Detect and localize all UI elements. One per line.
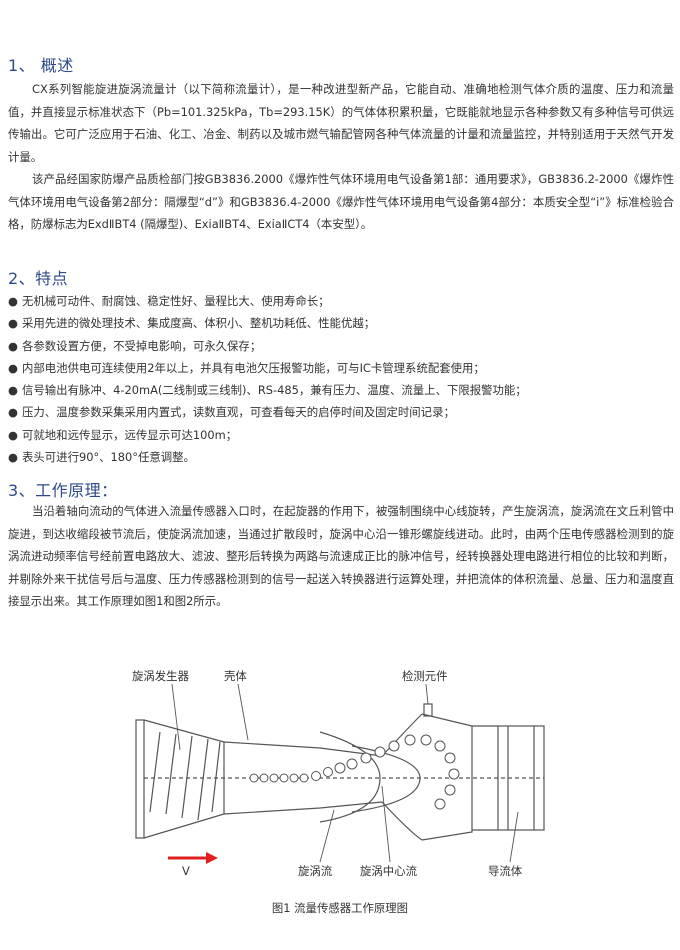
feature-text: 信号输出有脉冲、4-20mA(二线制或三线制)、RS-485，兼有压力、温度、流… [22,383,527,398]
label-detector: 检测元件 [402,669,448,683]
housing-bottom-wall [223,801,423,841]
feature-text: 各参数设置方便，不受掉电影响，可永久保存； [22,338,262,353]
principle-text: 当沿着轴向流动的气体进入流量传感器入口时，在起旋器的作用下，被强制围绕中心线旋转… [8,500,674,613]
feature-item: ● 无机械可动件、耐腐蚀、稳定性好、量程比大、使用寿命长； [8,290,674,312]
vortex-arc [319,731,381,823]
bullet-icon: ● [8,450,18,465]
flow-sensor-diagram: 旋涡发生器 壳体 检测元件 V 旋涡流 旋涡中心流 导流体 [132,669,545,878]
section-title-features: 2、特点 [8,269,69,288]
feature-text: 内部电池供电可连续使用2年以上，并具有电池欠压报警功能，可与IC卡管理系统配套使… [22,360,485,375]
label-vortex-generator: 旋涡发生器 [132,669,190,683]
feature-item: ● 信号输出有脉冲、4-20mA(二线制或三线制)、RS-485，兼有压力、温度、… [8,379,674,401]
feature-list: ● 无机械可动件、耐腐蚀、稳定性好、量程比大、使用寿命长； ● 采用先进的微处理技术、… [8,290,674,468]
section-title-principle: 3、工作原理： [8,481,118,500]
feature-item: ● 压力、温度参数采集采用内置式，读数直观，可查看每天的启停时间及固定时间记录； [8,401,674,423]
bullet-icon: ● [8,338,18,353]
bullet-icon: ● [8,427,18,442]
feature-text: 无机械可动件、耐腐蚀、稳定性好、量程比大、使用寿命长； [22,294,330,308]
feature-text: 压力、温度参数采集采用内置式，读数直观，可查看每天的启停时间及固定时间记录； [22,405,455,420]
bullet-icon: ● [8,316,18,331]
section-title-overview: 1、 概述 [8,56,74,75]
feature-item: ● 表头可进行90°、180°任意调整。 [8,446,674,468]
feature-text: 可就地和远传显示，远传显示可达100m； [22,427,238,442]
vortex-center-beads [249,734,460,810]
principle-paragraph: 当沿着轴向流动的气体进入流量传感器入口时，在起旋器的作用下，被强制围绕中心线旋转… [8,504,674,608]
feature-item: ● 各参数设置方便，不受掉电影响，可永久保存； [8,335,674,357]
inlet-flange [135,719,145,839]
label-vortex-flow: 旋涡流 [298,864,332,878]
label-housing: 壳体 [224,669,247,683]
vortex-generator-body [143,719,225,839]
feature-text: 表头可进行90°、180°任意调整。 [22,450,195,465]
outlet-section [421,713,473,841]
bullet-icon: ● [8,294,18,308]
feature-item: ● 可就地和远传显示，远传显示可达100m； [8,424,674,446]
feature-item: ● 采用先进的微处理技术、集成度高、体积小、整机功耗低、性能优越； [8,312,674,334]
velocity-arrow-icon [168,852,218,864]
bullet-icon: ● [8,360,18,375]
label-vortex-center-flow: 旋涡中心流 [360,864,417,878]
overview-text: CX系列智能旋进旋涡流量计（以下简称流量计），是一种改进型新产品，它能自动、准确… [8,78,674,236]
pointer-lines [171,683,519,863]
bullet-icon: ● [8,383,18,398]
label-velocity: V [182,864,190,878]
feature-text: 采用先进的微处理技术、集成度高、体积小、整机功耗低、性能优越； [22,316,376,331]
figure-caption: 图1 流量传感器工作原理图 [271,901,409,915]
bullet-icon: ● [8,405,18,420]
overview-paragraph-1: CX系列智能旋进旋涡流量计（以下简称流量计），是一种改进型新产品，它能自动、准确… [8,82,674,164]
vortex-arc [351,745,421,813]
feature-item: ● 内部电池供电可连续使用2年以上，并具有电池欠压报警功能，可与IC卡管理系统配套… [8,357,674,379]
overview-paragraph-2: 该产品经国家防爆产品质检部门按GB3836.2000《爆炸性气体环境用电气设备第… [8,172,674,231]
generator-blades [149,731,221,821]
label-flow-guide: 导流体 [488,864,523,878]
